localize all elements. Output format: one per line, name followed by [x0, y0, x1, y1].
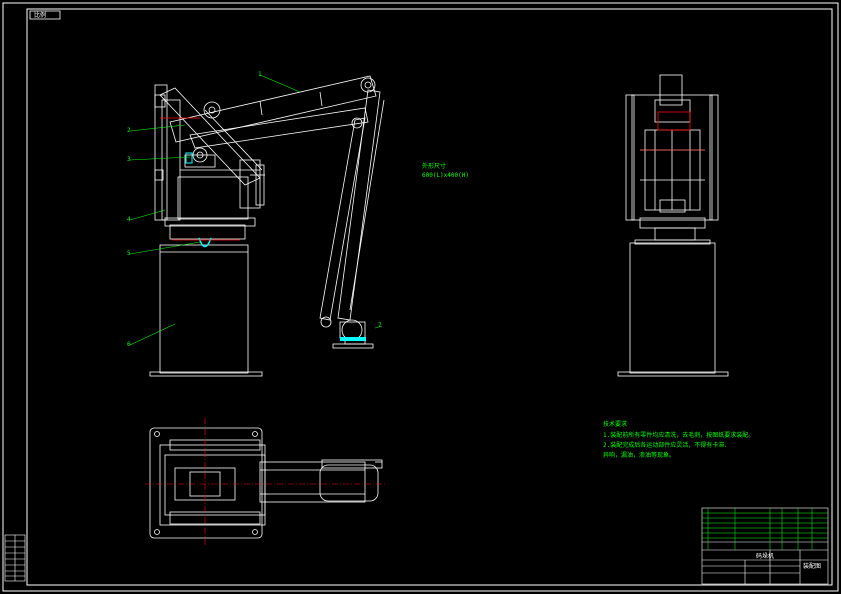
- front-view[interactable]: [149, 75, 385, 377]
- callout-2: 2: [127, 127, 131, 134]
- front-view-highlights: [160, 117, 366, 341]
- callout-3: 3: [127, 156, 131, 163]
- inner-frame: [26, 8, 833, 586]
- title-block: [701, 507, 829, 585]
- callout-leaders: [129, 74, 383, 346]
- callout-4: 4: [127, 216, 131, 223]
- title-block-drawing-name: 码垛机: [756, 553, 775, 560]
- parts-list: [702, 508, 828, 550]
- title-block-company: 装配图: [803, 563, 822, 570]
- callout-6: 6: [127, 341, 131, 348]
- callout-7: 7: [378, 322, 382, 329]
- tech-requirements-line-3: 异响，漏油，渗油等现象。: [603, 452, 676, 459]
- callout-1: 1: [258, 71, 262, 78]
- callout-5: 5: [127, 250, 131, 257]
- corner-tag: 比例: [34, 12, 47, 19]
- tech-requirements-line-2: 2.装配完成后各运动部件应灵活，不得有卡滞、: [603, 442, 731, 449]
- binding-strip: [4, 534, 26, 582]
- side-view-highlights: [640, 111, 705, 151]
- spec-note-value: 600(L)x400(H): [422, 172, 469, 179]
- spec-note-heading: 外形尺寸: [422, 163, 447, 170]
- tech-requirements-title: 技术要求: [603, 421, 628, 428]
- top-view[interactable]: [149, 427, 383, 539]
- corner-tag-box: [29, 10, 61, 20]
- tech-requirements-line-1: 1.装配前所有零件均应清洗，去毛刺，按图纸要求装配。: [603, 432, 755, 439]
- side-view[interactable]: [617, 74, 729, 377]
- top-view-center-lines: [145, 418, 385, 545]
